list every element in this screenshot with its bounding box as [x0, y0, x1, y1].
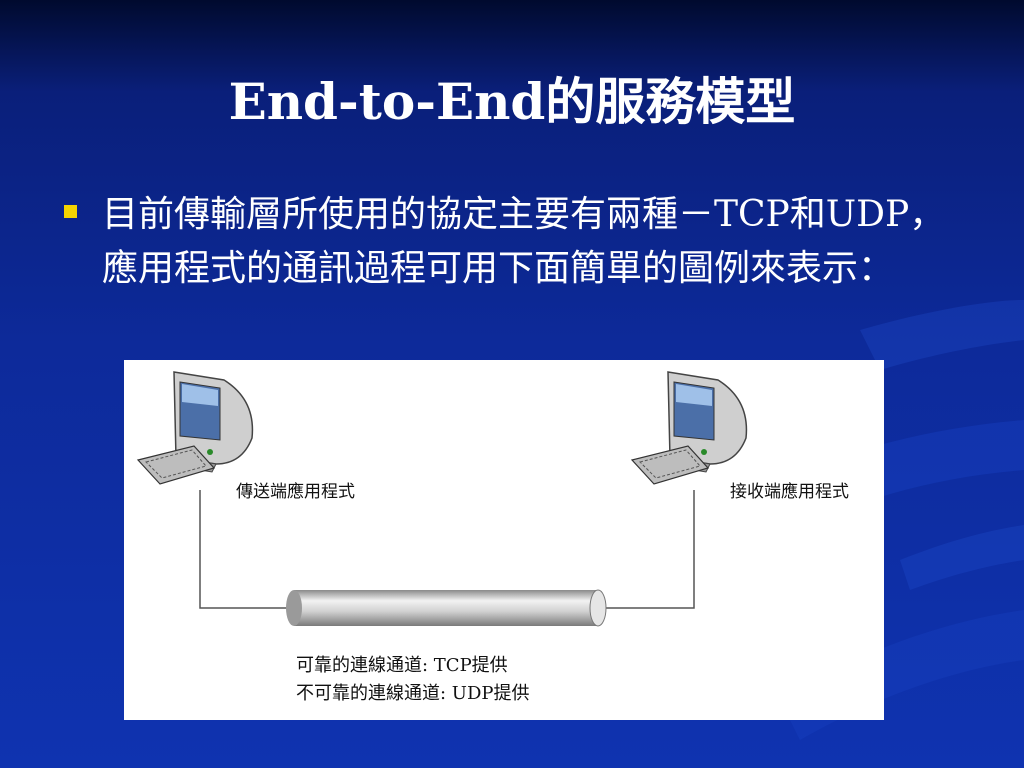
reliable-channel-label: 可靠的連線通道: TCP提供 [296, 655, 508, 676]
connection-channel-pipe [286, 589, 607, 627]
sender-computer-icon [136, 371, 254, 485]
slide-title: End-to-End的服務模型 [228, 72, 796, 131]
diagram-graphics [136, 371, 748, 627]
end-to-end-diagram: 傳送端應用程式 接收端應用程式 可靠的連線通道: TCP提供 不可靠的連線通道:… [124, 360, 884, 720]
receiver-computer-icon [630, 371, 748, 485]
bullet-text: 目前傳輸層所使用的協定主要有兩種－TCP和UDP，應用程式的通訊過程可用下面簡單… [102, 194, 946, 289]
unreliable-channel-label: 不可靠的連線通道: UDP提供 [296, 683, 530, 704]
sender-app-label: 傳送端應用程式 [236, 482, 355, 502]
receiver-connection-line [604, 490, 695, 609]
bullet-square-icon [64, 205, 77, 218]
sender-connection-line [199, 490, 290, 609]
channel-caption: 可靠的連線通道: TCP提供 不可靠的連線通道: UDP提供 [296, 652, 530, 708]
receiver-app-label: 接收端應用程式 [730, 482, 849, 502]
